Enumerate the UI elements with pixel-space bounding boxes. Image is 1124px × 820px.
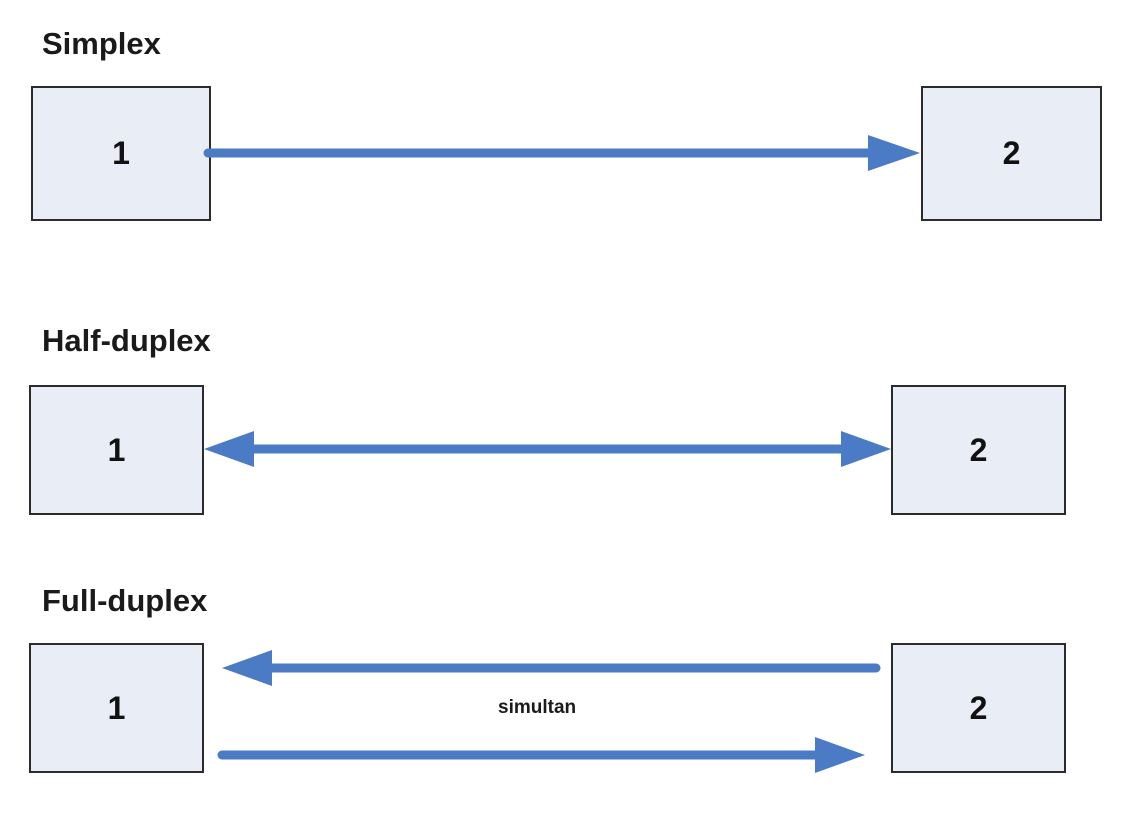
simplex-node-1: 1 [31, 86, 211, 221]
simplex-arrow [203, 135, 920, 171]
half-duplex-title: Half-duplex [42, 323, 211, 358]
half-duplex-node-1: 1 [29, 385, 204, 515]
simplex-title: Simplex [42, 26, 161, 61]
full-duplex-arrow-to-1 [222, 650, 881, 686]
half-duplex-node-2: 2 [891, 385, 1066, 515]
half-duplex-arrowhead-right [841, 431, 891, 467]
simplex-node-2: 2 [921, 86, 1102, 221]
full-duplex-arrowhead-right [815, 737, 865, 773]
full-duplex-arrow-to-2 [217, 737, 865, 773]
half-duplex-arrow [204, 431, 891, 467]
full-duplex-arrowhead-left [222, 650, 272, 686]
full-duplex-node-2: 2 [891, 643, 1066, 773]
simplex-arrowhead-right [868, 135, 920, 171]
full-duplex-title: Full-duplex [42, 583, 208, 618]
simultaneous-label: simultan [498, 697, 577, 718]
half-duplex-arrowhead-left [204, 431, 254, 467]
full-duplex-node-1: 1 [29, 643, 204, 773]
